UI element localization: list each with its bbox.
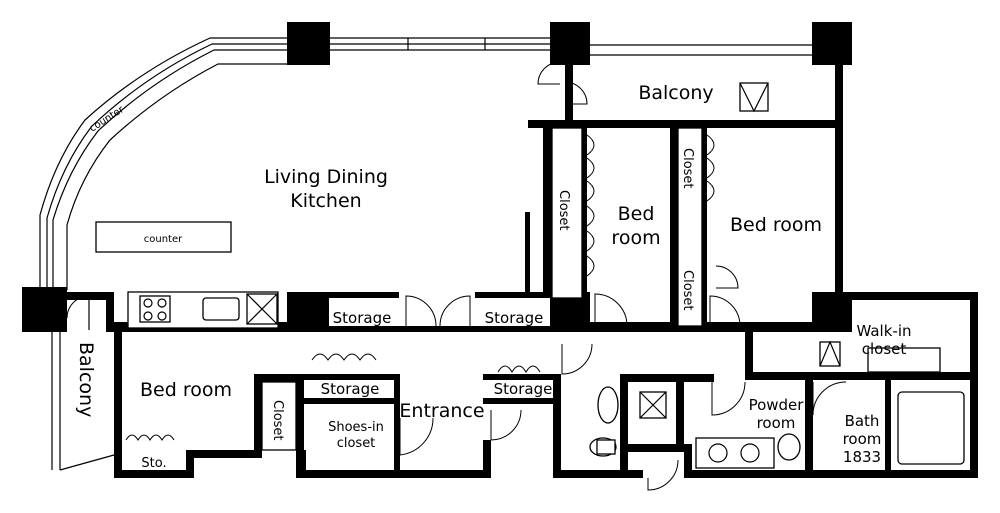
closet-label-4: Closet [270, 400, 285, 441]
walls [67, 65, 978, 478]
powder-room-label-2: room [757, 414, 796, 432]
storage-label-2: Storage [485, 309, 544, 327]
counter-island-label: counter [144, 234, 183, 245]
storage-label-1: Storage [333, 309, 392, 327]
ldk-label: Living Dining [264, 166, 388, 188]
storage-label-4: Storage [494, 380, 553, 398]
balcony-fixture [739, 82, 769, 113]
bedroom-right-label: Bed room [730, 214, 822, 236]
storage-label-3: Storage [321, 380, 380, 398]
bedroom-left-label: Bed room [140, 379, 232, 401]
walkin-closet-label-2: closet [862, 340, 907, 358]
entrance-label: Entrance [399, 400, 484, 422]
ldk-label-2: Kitchen [290, 190, 361, 212]
top-window [330, 37, 812, 56]
shoes-closet-label: Shoes-in [328, 420, 384, 435]
kitchen-counter [127, 291, 279, 329]
closet-doors [261, 127, 715, 451]
fixtures [589, 340, 965, 469]
shoes-closet-label-2: closet [337, 436, 376, 451]
bath-room-label-3: 1833 [843, 448, 881, 466]
walkin-closet-label: Walk-in [856, 322, 911, 340]
closet-label-3: Closet [680, 270, 695, 311]
closet-label-1: Closet [556, 190, 571, 231]
bath-room-label-2: room [843, 430, 882, 448]
columns [22, 22, 852, 332]
closet-label-2: Closet [680, 148, 695, 189]
sto-label: Sto. [141, 456, 166, 471]
bath-room-label: Bath [845, 412, 880, 430]
balcony-left-label: Balcony [75, 342, 97, 417]
bedroom-center-label-2: room [611, 227, 660, 249]
room-labels: Living Dining Kitchen counter counter Ba… [75, 82, 912, 471]
left-balcony [51, 295, 115, 471]
balcony-top-label: Balcony [638, 82, 713, 104]
curved-window-wall [39, 37, 287, 290]
bedroom-center-label: Bed [618, 203, 655, 225]
island-counter [95, 221, 232, 253]
powder-room-label: Powder [749, 396, 805, 414]
doors [125, 61, 847, 491]
